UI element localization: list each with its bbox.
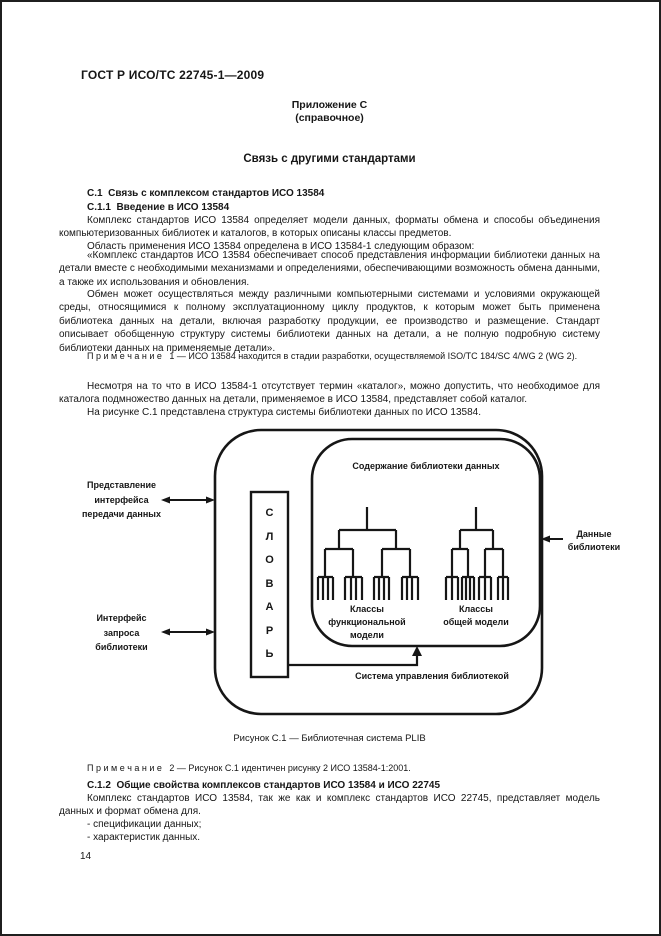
paragraph-7: Комплекс стандартов ИСО 13584, так же ка… — [59, 793, 600, 818]
library-data-label: Данные библиотеки — [567, 529, 621, 552]
paragraph-4: Обмен может осуществляться между различн… — [59, 289, 600, 354]
paragraph-1: Комплекс стандартов ИСО 13584 определяет… — [59, 215, 600, 240]
figure-caption: Рисунок С.1 — Библиотечная система PLIB — [233, 733, 426, 744]
management-connector-line — [288, 655, 419, 667]
paragraph-5: Несмотря на то что в ИСО 13584-1 отсутст… — [59, 381, 600, 406]
list-item-2: - характеристик данных. — [87, 832, 201, 843]
figure-c1-diagram: С Л О В А Р Ь Содержание библиотеки данн… — [62, 427, 642, 727]
library-content-box — [310, 437, 542, 648]
annex-label: Приложение С — [291, 99, 368, 111]
page-number: 14 — [80, 851, 92, 862]
document-header: ГОСТ Р ИСО/ТС 22745-1—2009 — [81, 68, 265, 82]
note-2: П р и м е ч а н и е 2 — Рисунок С.1 иден… — [87, 763, 411, 773]
library-data-arrowhead — [541, 535, 550, 543]
general-model-tree — [444, 507, 510, 600]
note-1: П р и м е ч а н и е 1 — ИСО 13584 находи… — [87, 351, 578, 361]
section-c12-heading: С.1.2 Общие свойства комплексов стандарт… — [87, 780, 441, 791]
general-classes-label: Классы общей модели — [443, 604, 509, 627]
query-interface-arrowhead-right — [206, 628, 215, 636]
dictionary-box — [249, 490, 290, 679]
transfer-interface-arrowhead-right — [206, 496, 215, 504]
section-c1-heading: С.1 Связь с комплексом стандартов ИСО 13… — [87, 188, 325, 199]
annex-type: (справочное) — [295, 112, 364, 124]
query-interface-arrowhead-left — [161, 628, 170, 636]
paragraph-2: Область применения ИСО 13584 определена … — [87, 241, 475, 252]
management-system-label: Система управления библиотекой — [355, 671, 509, 681]
transfer-interface-label: Представление интерфейса передачи данных — [82, 480, 161, 519]
list-item-1: - спецификации данных; — [87, 819, 202, 830]
library-system-box — [213, 428, 544, 716]
library-content-title: Содержание библиотеки данных — [352, 461, 500, 471]
paragraph-3: «Комплекс стандартов ИСО 13584 обеспечив… — [59, 250, 600, 288]
query-interface-label: Интерфейс запроса библиотеки — [95, 613, 148, 652]
functional-model-tree — [316, 507, 420, 600]
paragraph-6: На рисунке С.1 представлена структура си… — [87, 407, 481, 418]
dictionary-label: С Л О В А Р Ь — [265, 507, 274, 661]
diagram-graphics — [161, 428, 563, 716]
transfer-interface-arrowhead-left — [161, 496, 170, 504]
section-c11-heading: С.1.1 Введение в ИСО 13584 — [87, 202, 230, 213]
functional-classes-label: Классы функциональной модели — [328, 604, 406, 640]
annex-title: Связь с другими стандартами — [243, 153, 416, 165]
management-connector-arrowhead — [412, 646, 422, 656]
